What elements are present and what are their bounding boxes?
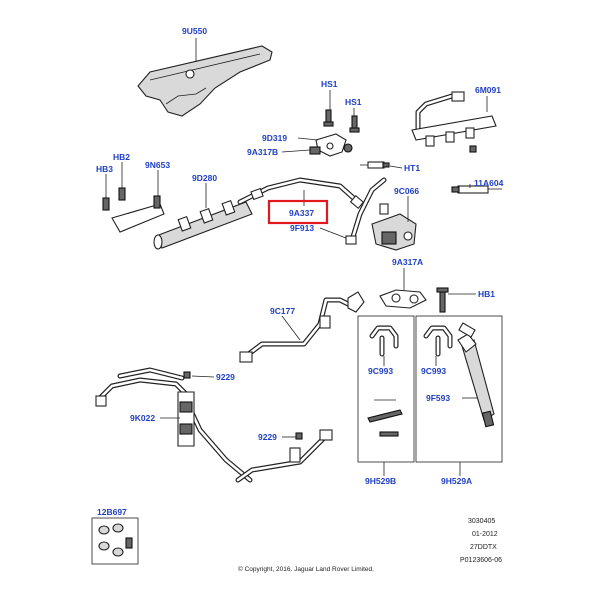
part-label-9K022: 9K022	[130, 413, 155, 423]
part-label-9U550: 9U550	[182, 26, 207, 36]
fuel-pipe-6m091-part	[411, 91, 497, 153]
copyright-text: © Copyright, 2016. Jaguar Land Rover Lim…	[238, 565, 374, 573]
bracket-assembly-part	[309, 109, 360, 157]
ref-line-4: P0123606-06	[460, 557, 502, 564]
part-label-9A317A: 9A317A	[392, 257, 423, 267]
ref-line-1: 3030405	[468, 518, 495, 525]
part-label-9H529A: 9H529A	[441, 476, 472, 486]
part-label-9A317B: 9A317B	[247, 147, 278, 157]
grommet-kit-12b697-part	[91, 517, 139, 565]
part-label-9A337: 9A337	[289, 208, 314, 218]
highlight-box-9a337	[267, 199, 329, 225]
pump-9c066-part	[345, 177, 417, 251]
part-label-HT1: HT1	[404, 163, 420, 173]
part-label-HB1: HB1	[478, 289, 495, 299]
part-label-9229-a: 9229	[216, 372, 235, 382]
fuel-pipe-9a337-part	[237, 177, 365, 210]
ref-line-2: 01-2012	[472, 531, 498, 538]
part-label-9D280: 9D280	[192, 173, 217, 183]
clamp-9a317a-part	[379, 287, 449, 313]
part-label-HB2: HB2	[113, 152, 130, 162]
part-label-9N653: 9N653	[145, 160, 170, 170]
part-label-11A604: 11A604	[474, 178, 504, 188]
fuel-rail-9d280-part	[102, 187, 253, 250]
part-label-12B697: 12B697	[97, 507, 127, 517]
leader-lines	[105, 38, 488, 476]
sensor-ht1-part	[360, 161, 390, 169]
leak-off-hose-9k022-part	[95, 367, 253, 483]
part-label-9C177: 9C177	[270, 306, 295, 316]
part-label-9C993-a: 9C993	[368, 366, 393, 376]
kit-box-9h529b-part	[357, 315, 415, 463]
engine-cover-part	[137, 45, 273, 117]
part-label-9F593: 9F593	[426, 393, 450, 403]
return-pipe-9c177-part	[239, 291, 365, 363]
part-label-9F913: 9F913	[290, 223, 314, 233]
part-labels: 9U550 HS1 HS1 6M091 9D319 9A317B HB2 HB3…	[96, 26, 504, 517]
part-label-HS1-b: HS1	[345, 97, 362, 107]
part-label-6M091: 6M091	[475, 85, 501, 95]
part-label-9H529B: 9H529B	[365, 476, 396, 486]
part-label-HB3: HB3	[96, 164, 113, 174]
part-label-HS1-a: HS1	[321, 79, 338, 89]
part-label-9C993-b: 9C993	[421, 366, 446, 376]
injector-9f593-part	[457, 322, 495, 428]
part-label-9229-b: 9229	[258, 432, 277, 442]
reference-block: 3030405 01-2012 27DDTX P0123606-06	[460, 518, 502, 564]
ref-line-3: 27DDTX	[470, 544, 497, 551]
kit-box-9h529a-part	[415, 315, 503, 463]
glow-plug-part	[451, 185, 502, 194]
part-label-9C066: 9C066	[394, 186, 419, 196]
part-label-9D319: 9D319	[262, 133, 287, 143]
lower-hose-part	[183, 371, 333, 483]
